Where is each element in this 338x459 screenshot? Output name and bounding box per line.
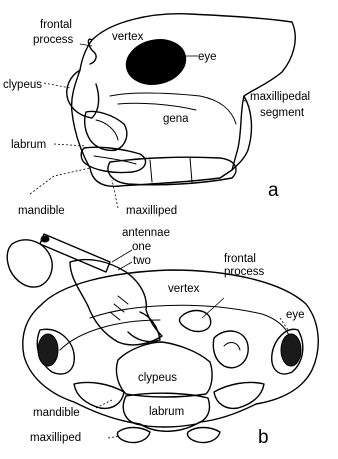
panel-a-label-mandible: mandible <box>18 205 65 217</box>
panel-b-clypeus <box>116 342 212 397</box>
panel-b-label-clypeus: clypeus <box>138 372 177 384</box>
panel-b-label-frontal-process-1: frontal <box>224 253 256 265</box>
panel-b-label-mandible: mandible <box>33 407 80 419</box>
panel-b-eye-left <box>38 334 58 366</box>
panel-b-label-two: two <box>133 255 151 267</box>
panel-b-label-labrum: labrum <box>149 406 184 418</box>
panel-b-label-one: one <box>132 241 151 253</box>
panel-b-letter: b <box>258 427 269 448</box>
panel-b-label-eye: eye <box>286 309 305 321</box>
panel-b-maxilliped <box>117 428 150 443</box>
panel-a-label-maxillipedal-1: maxillipedal <box>250 91 310 103</box>
panel-b-label-antennae: antennae <box>122 227 170 239</box>
panel-a-label-maxillipedal-2: segment <box>260 107 305 119</box>
panel-a-label-gena: gena <box>163 113 189 125</box>
panel-b-eye-right <box>281 334 301 366</box>
panel-a-label-labrum: labrum <box>11 139 46 151</box>
panel-a-label-frontal-process-2: process <box>33 34 74 46</box>
panel-a-letter: a <box>268 180 279 201</box>
panel-a-label-vertex: vertex <box>112 31 144 43</box>
panel-b-label-frontal-process-2: process <box>224 266 265 278</box>
panel-b-mandible-left <box>74 382 124 408</box>
panel-b-frontal-view: antennae one two frontal process vertex … <box>7 227 318 448</box>
panel-a-label-maxilliped: maxilliped <box>126 205 177 217</box>
panel-b-frontal-process <box>179 311 210 332</box>
panel-a-lateral-view: frontal process vertex eye clypeus maxil… <box>3 14 310 217</box>
panel-b-antenna-one <box>40 234 110 272</box>
panel-b-label-vertex: vertex <box>168 283 200 295</box>
panel-b-label-maxilliped: maxilliped <box>30 432 81 444</box>
panel-a-label-clypeus: clypeus <box>3 79 42 91</box>
panel-a-label-frontal-process-1: frontal <box>40 19 72 31</box>
panel-a-label-eye: eye <box>198 51 217 63</box>
